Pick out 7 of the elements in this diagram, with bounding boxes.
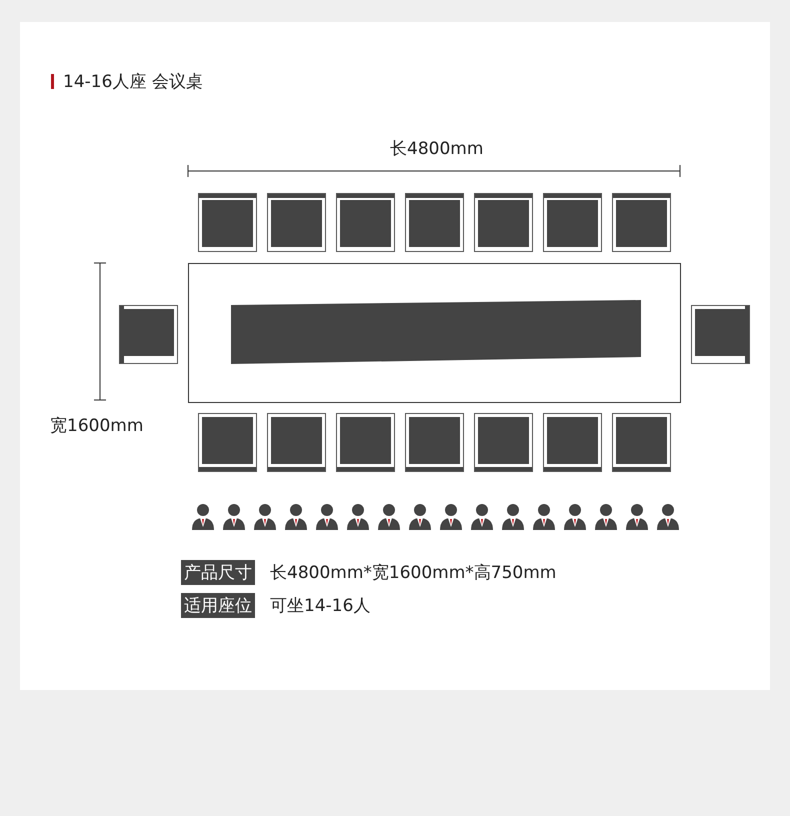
dimension-label: 长4800mm (390, 138, 484, 160)
spec-label: 产品尺寸 (181, 560, 255, 585)
dimension-label: 宽1600mm (50, 415, 144, 437)
spec-value: 长4800mm*宽1600mm*高750mm (270, 562, 556, 584)
title: 14-16人座 会议桌 (63, 71, 203, 93)
spec-label: 适用座位 (181, 593, 255, 618)
spec-value: 可坐14-16人 (270, 595, 370, 617)
